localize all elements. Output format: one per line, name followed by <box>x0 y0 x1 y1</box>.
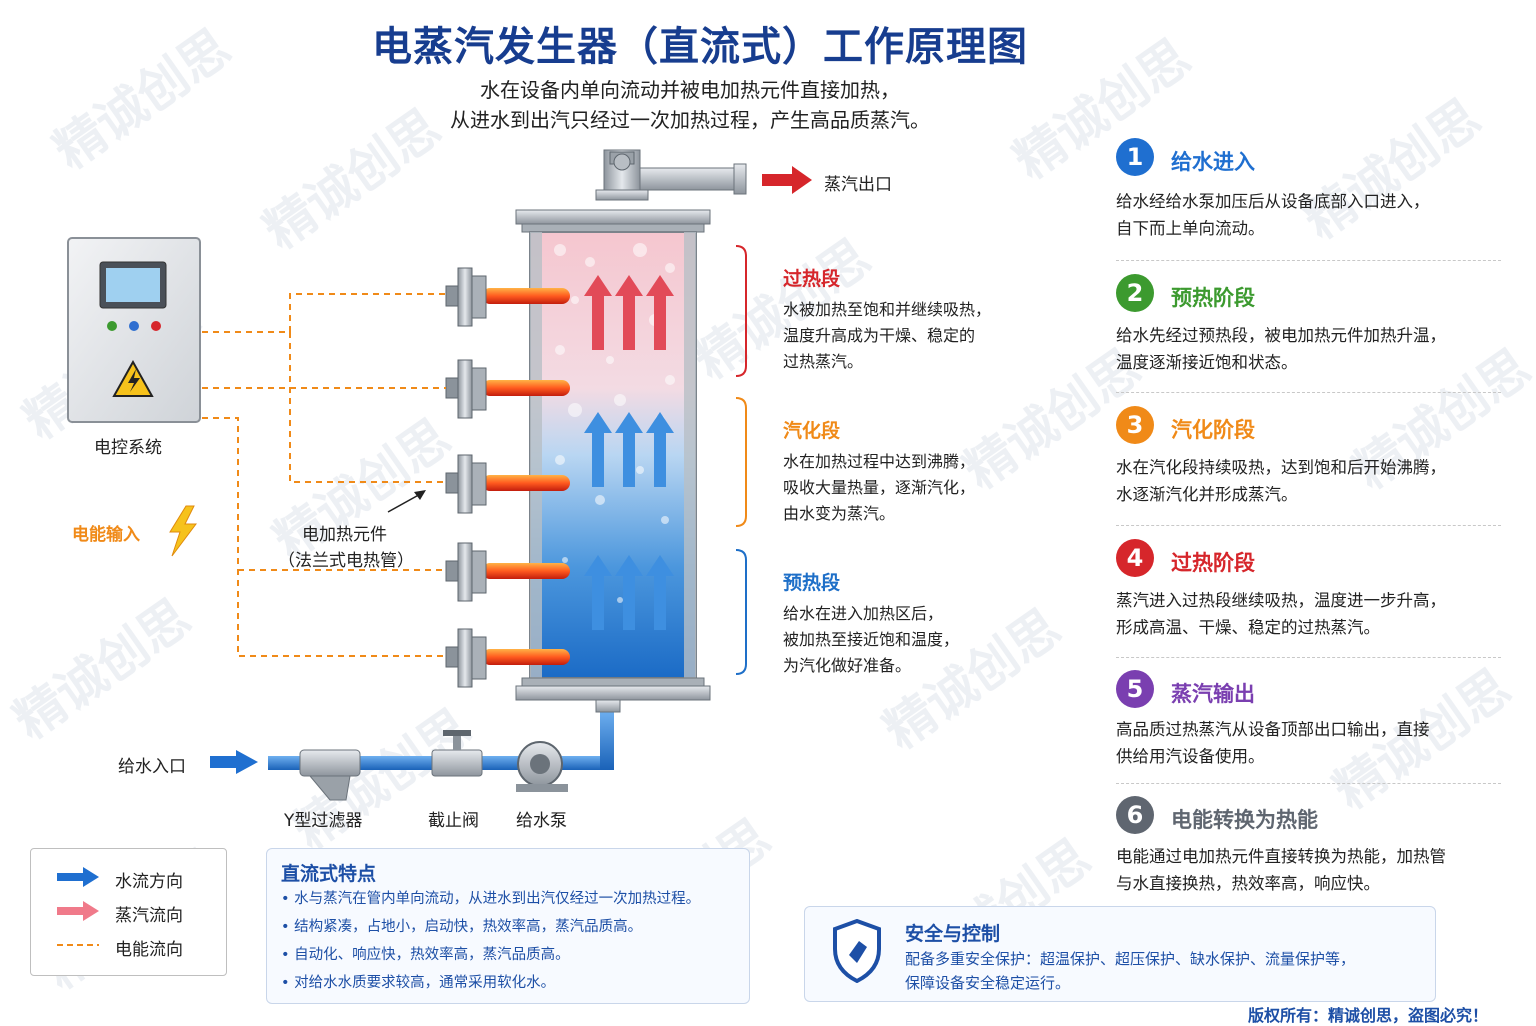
shield-icon <box>833 919 881 983</box>
zone-title: 汽化段 <box>783 420 841 442</box>
zone-preheat: 预热段 给水在进入加热区后， 被加热至接近饱和温度， 为汽化做好准备。 <box>783 568 1033 679</box>
step-desc: 与水直接换热，热效率高，响应快。 <box>1116 874 1380 893</box>
features-box: 直流式特点 • 水与蒸汽在管内单向流动，从进水到出汽仅经过一次加热过程。 • 结… <box>266 848 750 1004</box>
legend-label: 电能流向 <box>115 940 183 960</box>
feature-item: • 自动化、响应快，热效率高，蒸汽品质高。 <box>281 947 570 963</box>
divider <box>1116 783 1501 784</box>
step-desc: 高品质过热蒸汽从设备顶部出口输出，直接 <box>1116 720 1430 739</box>
zone-desc: 被加热至接近饱和温度， <box>783 630 960 649</box>
subtitle-line-2: 从进水到出汽只经过一次加热过程，产生高品质蒸汽。 <box>450 108 930 132</box>
heater-label: 电加热元件 <box>302 525 387 545</box>
step-desc: 电能通过电加热元件直接转换为热能，加热管 <box>1116 847 1446 866</box>
step-desc: 供给用汽设备使用。 <box>1116 747 1265 766</box>
divider <box>1116 525 1501 526</box>
zone-desc: 给水在进入加热区后， <box>783 604 944 623</box>
step-desc: 蒸汽进入过热段继续吸热，温度进一步升高， <box>1116 591 1446 610</box>
step-number: 5 <box>1116 670 1154 708</box>
step-desc: 水逐渐汽化并形成蒸汽。 <box>1116 485 1298 504</box>
zone-vaporize: 汽化段 水在加热过程中达到沸腾， 吸收大量热量，逐渐汽化， 由水变为蒸汽。 <box>783 416 1033 527</box>
step-title: 预热阶段 <box>1171 286 1255 310</box>
step-desc: 给水先经过预热段，被电加热元件加热升温， <box>1116 326 1446 345</box>
safety-title: 安全与控制 <box>905 923 1001 945</box>
step-title: 过热阶段 <box>1171 551 1255 575</box>
step-number: 2 <box>1116 274 1154 312</box>
control-system-label: 电控系统 <box>94 438 162 458</box>
valve-label: 截止阀 <box>428 811 479 831</box>
step-number: 1 <box>1116 138 1154 176</box>
page-title: 电蒸汽发生器（直流式）工作原理图 <box>372 24 1028 70</box>
step-desc: 温度逐渐接近饱和状态。 <box>1116 353 1298 372</box>
step-title: 蒸汽输出 <box>1171 682 1255 706</box>
step-number: 4 <box>1116 539 1154 577</box>
heater-type-label: （法兰式电热管） <box>278 551 414 571</box>
water-flow-arrow-icon <box>57 867 99 887</box>
power-input-label: 电能输入 <box>72 525 140 545</box>
zone-desc: 由水变为蒸汽。 <box>783 504 896 523</box>
zone-superheat: 过热段 水被加热至饱和并继续吸热， 温度升高成为干燥、稳定的 过热蒸汽。 <box>783 264 1033 375</box>
legend-label: 蒸汽流向 <box>115 906 183 926</box>
feature-item: • 水与蒸汽在管内单向流动，从进水到出汽仅经过一次加热过程。 <box>281 891 701 907</box>
legend-label: 水流方向 <box>115 872 183 892</box>
step-desc: 自下而上单向流动。 <box>1116 219 1265 238</box>
features-title: 直流式特点 <box>281 863 377 885</box>
zone-desc: 水被加热至饱和并继续吸热， <box>783 300 992 319</box>
zone-desc: 吸收大量热量，逐渐汽化， <box>783 478 976 497</box>
legend-swatches <box>57 867 99 946</box>
zone-desc: 温度升高成为干燥、稳定的 <box>783 326 976 345</box>
y-filter-label: Y型过滤器 <box>284 811 363 831</box>
zone-desc: 为汽化做好准备。 <box>783 656 912 675</box>
step-title: 给水进入 <box>1171 150 1255 174</box>
step-desc: 给水经给水泵加压后从设备底部入口进入， <box>1116 192 1430 211</box>
zone-title: 预热段 <box>783 572 841 594</box>
steam-flow-arrow-icon <box>57 901 99 921</box>
divider <box>1116 392 1501 393</box>
feature-item: • 结构紧凑，占地小，启动快，热效率高，蒸汽品质高。 <box>281 919 643 935</box>
step-desc: 水在汽化段持续吸热，达到饱和后开始沸腾， <box>1116 458 1446 477</box>
subtitle-line-1: 水在设备内单向流动并被电加热元件直接加热， <box>480 78 900 102</box>
step-title: 汽化阶段 <box>1171 418 1255 442</box>
step-title: 电能转换为热能 <box>1171 808 1318 832</box>
safety-line: 配备多重安全保护：超温保护、超压保护、缺水保护、流量保护等， <box>905 950 1356 968</box>
feature-item: • 对给水水质要求较高，通常采用软化水。 <box>281 975 556 991</box>
water-inlet-label: 给水入口 <box>118 757 186 777</box>
step-desc: 形成高温、干燥、稳定的过热蒸汽。 <box>1116 618 1380 637</box>
zone-desc: 过热蒸汽。 <box>783 352 864 371</box>
steam-outlet-label: 蒸汽出口 <box>824 175 892 195</box>
safety-box: 安全与控制 配备多重安全保护：超温保护、超压保护、缺水保护、流量保护等， 保障设… <box>804 906 1436 1002</box>
diagram-graphics <box>67 149 812 801</box>
step-number: 6 <box>1116 796 1154 834</box>
safety-line: 保障设备安全稳定运行。 <box>905 974 1071 992</box>
zone-desc: 水在加热过程中达到沸腾， <box>783 452 976 471</box>
divider <box>1116 657 1501 658</box>
zone-title: 过热段 <box>783 268 841 290</box>
pump-label: 给水泵 <box>516 811 567 831</box>
copyright-notice: 版权所有：精诚创思，盗图必究！ <box>1248 1006 1489 1025</box>
step-number: 3 <box>1116 406 1154 444</box>
legend: 水流方向 蒸汽流向 电能流向 <box>30 848 227 976</box>
divider <box>1116 260 1501 261</box>
